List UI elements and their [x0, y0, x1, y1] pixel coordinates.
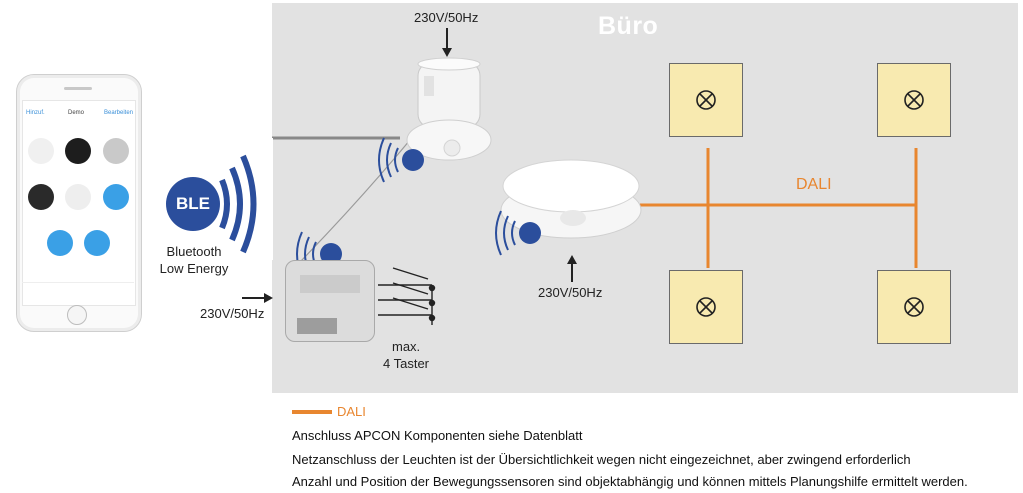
app-device-icon[interactable]: [65, 184, 91, 210]
phone-home-button[interactable]: [67, 305, 87, 325]
phone-speaker: [64, 87, 92, 90]
ble-badge: BLE: [166, 177, 220, 231]
legend-note-1: Anschluss APCON Komponenten siehe Datenb…: [292, 428, 583, 443]
cable-curve: [299, 139, 411, 263]
app-device-icon[interactable]: [103, 138, 129, 164]
arrow-icon: [242, 28, 577, 303]
legend-note-2: Netzanschluss der Leuchten ist der Übers…: [292, 452, 911, 467]
ble-caption-line2: Low Energy: [159, 261, 229, 276]
lamp-symbol-icon: [696, 297, 716, 317]
dali-bus-label: DALI: [796, 176, 832, 193]
ceiling-motion-sensor: [406, 57, 492, 161]
app-dimmer-icon[interactable]: [84, 230, 110, 256]
lamp-top-left: [669, 63, 743, 137]
app-power-icon[interactable]: [47, 230, 73, 256]
app-device-icon[interactable]: [28, 138, 54, 164]
app-device-icon[interactable]: [65, 138, 91, 164]
power-label-mid: 230V/50Hz: [538, 285, 603, 300]
app-device-icon[interactable]: [103, 184, 129, 210]
app-tab-bar[interactable]: [22, 282, 134, 303]
module-terminal-block: [297, 318, 337, 334]
app-device-icon[interactable]: [28, 184, 54, 210]
app-left-link[interactable]: Hinzuf.: [26, 110, 45, 116]
module-label-area: [300, 275, 360, 293]
switch-icon: [378, 267, 436, 325]
lamp-bottom-left: [669, 270, 743, 344]
legend-dali-label: DALI: [337, 404, 366, 419]
bluetooth-wave-icon: [495, 210, 541, 256]
dali-bus-lines: [640, 148, 918, 268]
lamp-symbol-icon: [696, 90, 716, 110]
taster-label-line1: max.: [392, 339, 421, 354]
bluetooth-wave-icon: [378, 137, 424, 183]
taster-label-line2: 4 Taster: [383, 356, 430, 371]
legend-note-3: Anzahl und Position der Bewegungssensore…: [292, 474, 968, 489]
ble-caption-line1: Bluetooth: [166, 244, 222, 259]
power-label-left: 230V/50Hz: [200, 306, 265, 321]
legend-dali-line: [292, 410, 332, 414]
lamp-bottom-right: [877, 270, 951, 344]
lamp-symbol-icon: [904, 90, 924, 110]
power-label-top: 230V/50Hz: [414, 10, 479, 25]
ble-caption: Bluetooth Low Energy: [150, 243, 238, 277]
lamp-top-right: [877, 63, 951, 137]
bluetooth-wave-icon: [219, 154, 257, 254]
app-title: Demo: [68, 110, 85, 116]
room-title: Büro: [598, 12, 659, 40]
app-right-link[interactable]: Bearbeiten: [104, 110, 134, 116]
lamp-symbol-icon: [904, 297, 924, 317]
